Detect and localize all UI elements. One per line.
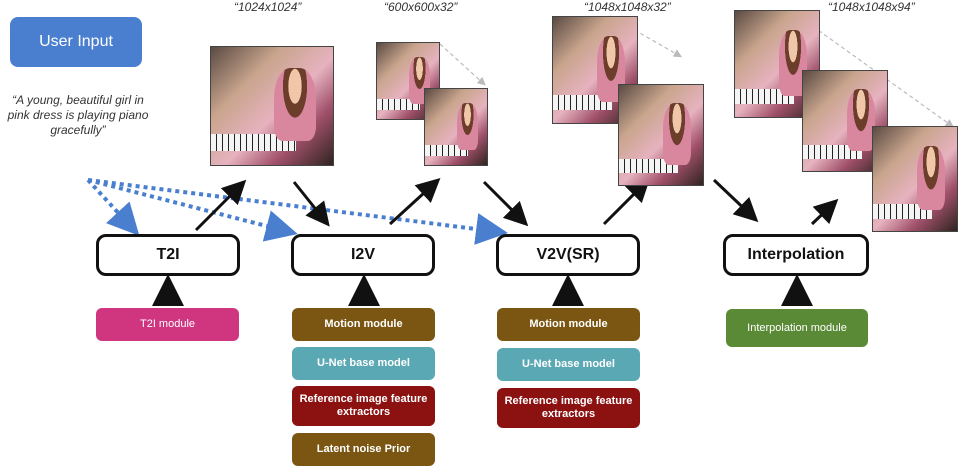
i2v-frame-image — [424, 88, 488, 166]
prompt-text: “A young, beautiful girl in pink dress i… — [7, 93, 149, 137]
prompt-arrows — [86, 178, 508, 245]
v2v-motion-module: Motion module — [497, 308, 640, 341]
t2i-output-image — [210, 46, 334, 166]
interp-out-arrow — [810, 198, 839, 226]
prompt-to-v2v-arrow — [87, 178, 508, 245]
stack-guides — [439, 9, 954, 128]
stage-t2i: T2I — [96, 234, 240, 276]
interpolation-module: Interpolation module — [726, 309, 868, 347]
i2v-reference-feature-extractors: Reference image feature extractors — [292, 386, 435, 426]
interp-resolution-label: “1048x1048x94” — [828, 0, 915, 14]
i2v-motion-module: Motion module — [292, 308, 435, 341]
stage-i2v: I2V — [291, 234, 435, 276]
v2v-frame-image — [552, 16, 638, 124]
prompt-to-t2i-arrow — [86, 178, 140, 236]
v2v-out-arrow — [602, 177, 651, 226]
v2v-resolution-label: “1048x1048x32” — [584, 0, 671, 14]
t2i-resolution-label: “1024x1024” — [234, 0, 302, 14]
i2v-out-arrow — [388, 177, 441, 226]
i2v-latent-noise-prior: Latent noise Prior — [292, 433, 435, 466]
i2v-unet-base-model: U-Net base model — [292, 347, 435, 380]
v2v-frame-image — [618, 84, 704, 186]
v2v-in-arrow — [482, 180, 529, 227]
v2v-unet-base-model: U-Net base model — [497, 348, 640, 381]
flow-arrows — [194, 177, 839, 232]
prompt-to-i2v-arrow — [87, 178, 298, 242]
user-input-box: User Input — [10, 17, 142, 67]
i2v-frame-image — [376, 42, 440, 120]
v2v-reference-feature-extractors: Reference image feature extractors — [497, 388, 640, 428]
module-links — [152, 274, 813, 306]
i2v-resolution-label: “600x600x32” — [384, 0, 458, 14]
stage-interpolation: Interpolation — [723, 234, 869, 276]
interp-frame-image — [872, 126, 958, 232]
stage-v2v-sr: V2V(SR) — [496, 234, 640, 276]
i2v-in-arrow — [292, 181, 330, 227]
interp-in-arrow — [712, 178, 759, 223]
t2i-module: T2I module — [96, 308, 239, 341]
t2i-out-arrow — [194, 179, 247, 232]
